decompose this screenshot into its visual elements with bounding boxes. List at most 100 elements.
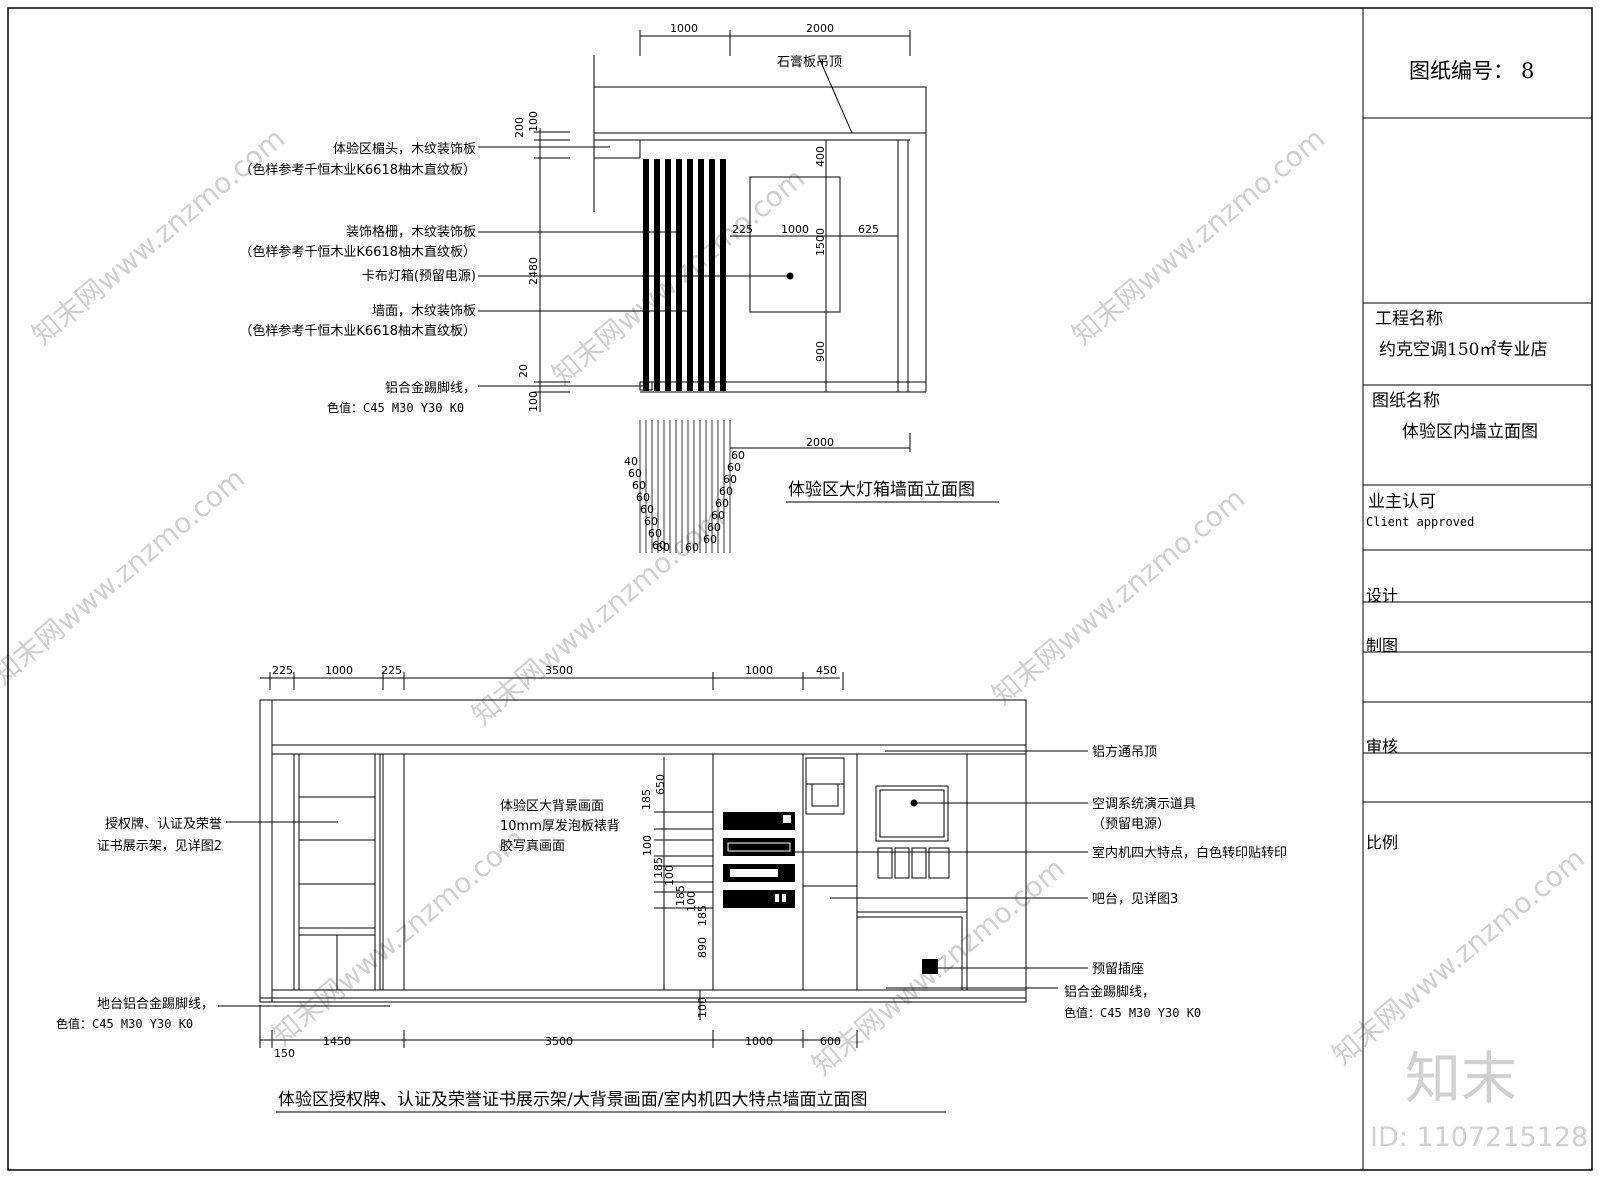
dim: 100 bbox=[685, 891, 698, 912]
power-point-marker bbox=[786, 272, 794, 280]
top-elevation bbox=[478, 30, 927, 452]
callout-lintel: 体验区楣头，木纹装饰板 bbox=[333, 141, 476, 157]
callout-display-shelf: 授权牌、认证及荣誉 bbox=[105, 816, 222, 832]
callout-demo-prop-note: （预留电源） bbox=[1092, 817, 1170, 832]
slat-dim: 60 bbox=[685, 541, 699, 554]
watermark-text: 知末网www.znzmo.com bbox=[466, 502, 731, 732]
title-block bbox=[1362, 8, 1592, 1170]
bottom-right-callouts: 铝方通吊顶 空调系统演示道具 （预留电源） 室内机四大特点，白色转印贴转印 吧台… bbox=[1064, 744, 1287, 1000]
dim: 225 bbox=[272, 664, 293, 677]
dim-bottom-2000: 2000 bbox=[806, 436, 834, 449]
callout-grille: 装饰格栅，木纹装饰板 bbox=[346, 224, 476, 240]
owner-label-en: Client approved bbox=[1366, 515, 1474, 529]
watermark-text: 知末网www.znzmo.com bbox=[26, 122, 291, 352]
dim: 185 bbox=[652, 857, 665, 878]
watermark-text: 知末网www.znzmo.com bbox=[0, 462, 251, 692]
dim-box-1000: 1000 bbox=[781, 223, 809, 236]
dim-box-625: 625 bbox=[858, 223, 879, 236]
ceiling-label: 石膏板吊顶 bbox=[777, 54, 842, 70]
dim-box-900: 900 bbox=[814, 341, 827, 362]
dim-left-2480: 2480 bbox=[527, 257, 540, 285]
dim: 100 bbox=[663, 865, 676, 886]
project-name: 约克空调150㎡专业店 bbox=[1379, 340, 1547, 360]
callout-skirting-color: 色值：C45 M30 Y30 K0 bbox=[327, 400, 464, 415]
slat-dim: 60 bbox=[632, 479, 646, 492]
bottom-dims-top: 225 1000 225 3500 1000 450 bbox=[272, 664, 837, 677]
dim: 100 bbox=[641, 835, 654, 856]
callout-lightbox: 卡布灯箱(预留电源) bbox=[362, 268, 476, 284]
top-view-title: 体验区大灯箱墙面立面图 bbox=[788, 480, 975, 500]
bottom-elevation bbox=[218, 672, 1088, 1048]
callout-lintel-note: （色样参考千恒木业K6618柚木直纹板） bbox=[239, 162, 476, 178]
callout-wall: 墙面，木纹装饰板 bbox=[372, 304, 476, 319]
dim: 1000 bbox=[325, 664, 353, 677]
slat-dim: 60 bbox=[652, 539, 666, 552]
callout-bar: 吧台，见详图3 bbox=[1092, 892, 1178, 907]
callout-unit-features: 室内机四大特点，白色转印贴转印 bbox=[1092, 845, 1287, 861]
project-label: 工程名称 bbox=[1375, 309, 1443, 329]
design-label: 设计 bbox=[1366, 586, 1398, 605]
slat-dim: 60 bbox=[648, 527, 662, 540]
review-label: 审核 bbox=[1366, 737, 1398, 756]
dim: 185 bbox=[640, 789, 653, 810]
dim-left-100b: 100 bbox=[527, 391, 540, 412]
callout-demo-prop: 空调系统演示道具 bbox=[1092, 796, 1196, 812]
skirting-marker bbox=[639, 381, 653, 391]
callout-display-shelf-note: 证书展示架，见详图2 bbox=[97, 839, 222, 854]
bottom-left-callouts: 授权牌、认证及荣誉 证书展示架，见详图2 地台铝合金踢脚线， bbox=[97, 816, 222, 1012]
scale-label: 比例 bbox=[1366, 833, 1398, 852]
slat-dim: 60 bbox=[703, 533, 717, 546]
dim: 100 bbox=[696, 997, 709, 1018]
indoor-unit-features bbox=[723, 812, 795, 908]
top-callouts: 体验区楣头，木纹装饰板 （色样参考千恒木业K6618柚木直纹板） 装饰格栅，木纹… bbox=[239, 141, 476, 396]
slat-dim: 60 bbox=[640, 503, 654, 516]
demo-power-marker bbox=[910, 799, 918, 807]
slat-dim: 60 bbox=[656, 541, 670, 554]
drawing-no: 8 bbox=[1521, 59, 1534, 83]
grille-slats bbox=[643, 159, 726, 391]
callout-socket: 预留插座 bbox=[1092, 962, 1144, 977]
dim-top-2: 2000 bbox=[806, 22, 834, 35]
brand-watermark: 知末 bbox=[1405, 1047, 1517, 1112]
slat-dim: 60 bbox=[644, 515, 658, 528]
background-note-3: 胶写真画面 bbox=[500, 838, 565, 854]
slat-dim: 60 bbox=[715, 497, 729, 510]
dim: 890 bbox=[696, 937, 709, 958]
callout-skirting: 铝合金踢脚线， bbox=[1064, 984, 1155, 1000]
bottom-dims-bottom: 150 1450 3500 1000 600 bbox=[274, 1035, 841, 1060]
slat-dim: 60 bbox=[731, 449, 745, 462]
callout-skirting: 铝合金踢脚线， bbox=[385, 380, 476, 396]
drawing-no-label: 图纸编号： bbox=[1409, 59, 1514, 83]
watermark-text: 知末网www.znzmo.com bbox=[1326, 842, 1591, 1072]
bottom-dims-vertical: 185 650 100 185 100 185 100 185 890 100 bbox=[640, 774, 709, 1018]
slat-dim: 60 bbox=[636, 491, 650, 504]
callout-floor-skirting: 地台铝合金踢脚线， bbox=[97, 996, 214, 1012]
watermark-text: 知末网www.znzmo.com bbox=[266, 822, 531, 1052]
owner-label: 业主认可 bbox=[1368, 492, 1436, 512]
slat-dim: 60 bbox=[628, 467, 642, 480]
slat-dim: 60 bbox=[719, 485, 733, 498]
callout-ceiling: 铝方通吊顶 bbox=[1092, 744, 1157, 760]
watermark-text: 知末网www.znzmo.com bbox=[1066, 122, 1331, 352]
slat-dim: 60 bbox=[727, 461, 741, 474]
callout-floor-skirting-color: 色值：C45 M30 Y30 K0 bbox=[56, 1016, 193, 1031]
dim-left-200: 200 bbox=[513, 117, 526, 138]
background-note-2: 10mm厚发泡板裱背 bbox=[500, 818, 620, 834]
callout-skirting-color: 色值：C45 M30 Y30 K0 bbox=[1064, 1005, 1201, 1020]
sheet-border bbox=[7, 7, 1593, 1171]
center-note: 体验区大背景画面 10mm厚发泡板裱背 胶写真画面 bbox=[500, 798, 620, 854]
callout-grille-note: （色样参考千恒木业K6618柚木直纹板） bbox=[239, 244, 476, 260]
dim-box-225: 225 bbox=[732, 223, 753, 236]
dim: 225 bbox=[381, 664, 402, 677]
dim-left-20: 20 bbox=[517, 364, 530, 378]
dim-left-100a: 100 bbox=[527, 111, 540, 132]
dim: 600 bbox=[820, 1035, 841, 1048]
dim-box-1500: 1500 bbox=[814, 228, 827, 256]
dim: 3500 bbox=[545, 664, 573, 677]
callout-wall-note: （色样参考千恒木业K6618柚木直纹板） bbox=[239, 323, 476, 339]
slat-dim: 40 bbox=[624, 455, 638, 468]
slat-dim: 60 bbox=[707, 521, 721, 534]
dim-top-1: 1000 bbox=[670, 22, 698, 35]
socket-marker bbox=[922, 959, 938, 974]
dim: 650 bbox=[654, 774, 667, 795]
